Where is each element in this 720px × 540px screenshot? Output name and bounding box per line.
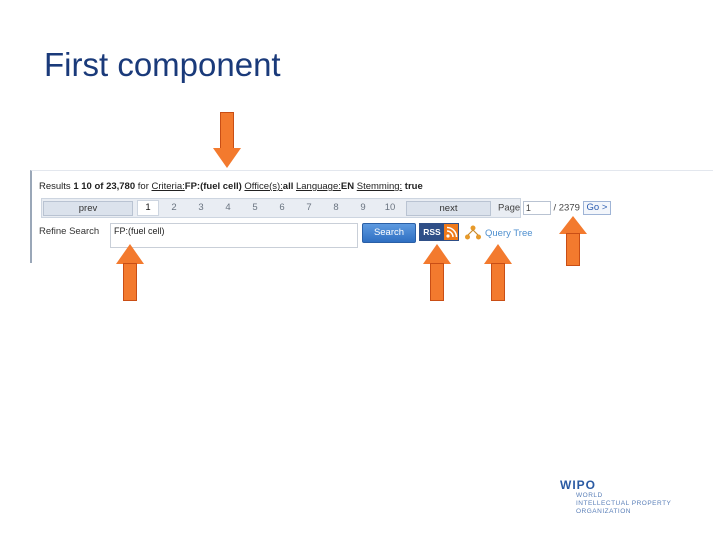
page-jump: Page 1 / 2379 Go > [498, 201, 612, 215]
page-link[interactable]: 9 [360, 202, 366, 213]
office-link[interactable]: Office(s): [244, 181, 283, 192]
up-arrow-icon [559, 216, 587, 266]
wipo-logo-line3: ORGANIZATION [576, 508, 631, 515]
down-arrow-icon [213, 112, 241, 168]
criteria-value: FP:(fuel cell) [184, 181, 242, 192]
wipo-logo-name: WIPO [560, 478, 596, 492]
slide-title: First component [44, 46, 281, 83]
rss-button[interactable]: RSS [419, 223, 459, 241]
results-range: 1 10 of 23,780 [73, 181, 136, 192]
wipo-logo-line1: WORLD [576, 492, 603, 499]
stemming-link[interactable]: Stemming: [356, 181, 403, 192]
office-value: all [282, 181, 294, 192]
results-prefix: Results [39, 181, 71, 192]
pagination-bar: prev 1 2 3 4 5 6 7 8 9 10 next [41, 198, 521, 218]
page-total: / 2379 [553, 202, 580, 214]
language-value: EN [340, 181, 355, 192]
language-link[interactable]: Language: [295, 181, 341, 192]
page-link[interactable]: 6 [279, 202, 285, 213]
refine-search-label: Refine Search [39, 226, 100, 237]
query-tree-link[interactable]: Query Tree [464, 225, 533, 241]
page-number-input[interactable]: 1 [522, 201, 551, 215]
page-label: Page [498, 202, 521, 214]
up-arrow-icon [484, 244, 512, 301]
page-link[interactable]: 5 [252, 202, 258, 213]
refine-search-input[interactable]: FP:(fuel cell) [110, 223, 358, 248]
up-arrow-icon [116, 244, 144, 301]
page-link[interactable]: 2 [171, 202, 177, 213]
up-arrow-icon [423, 244, 451, 301]
next-button[interactable]: next [406, 201, 491, 216]
go-button[interactable]: Go > [582, 201, 612, 215]
rss-label: RSS [420, 224, 444, 240]
wipo-logo-line2: INTELLECTUAL PROPERTY [576, 500, 672, 507]
page-link[interactable]: 3 [198, 202, 204, 213]
results-for: for [137, 181, 149, 192]
page-link[interactable]: 8 [333, 202, 339, 213]
stemming-value: true [404, 181, 423, 192]
criteria-link[interactable]: Criteria: [151, 181, 185, 192]
rss-feed-icon [444, 224, 458, 240]
query-tree-label: Query Tree [485, 227, 533, 239]
results-summary: Results 1 10 of 23,780 for Criteria:FP:(… [39, 181, 423, 192]
prev-button[interactable]: prev [43, 201, 133, 216]
query-tree-icon [465, 225, 481, 240]
page-link[interactable]: 4 [225, 202, 231, 213]
page-link[interactable]: 7 [306, 202, 312, 213]
wipo-logo: WIPO WORLD INTELLECTUAL PROPERTY ORGANIZ… [560, 478, 671, 516]
page-link-current[interactable]: 1 [137, 200, 159, 216]
page-link[interactable]: 10 [384, 202, 396, 213]
search-button[interactable]: Search [362, 223, 416, 243]
